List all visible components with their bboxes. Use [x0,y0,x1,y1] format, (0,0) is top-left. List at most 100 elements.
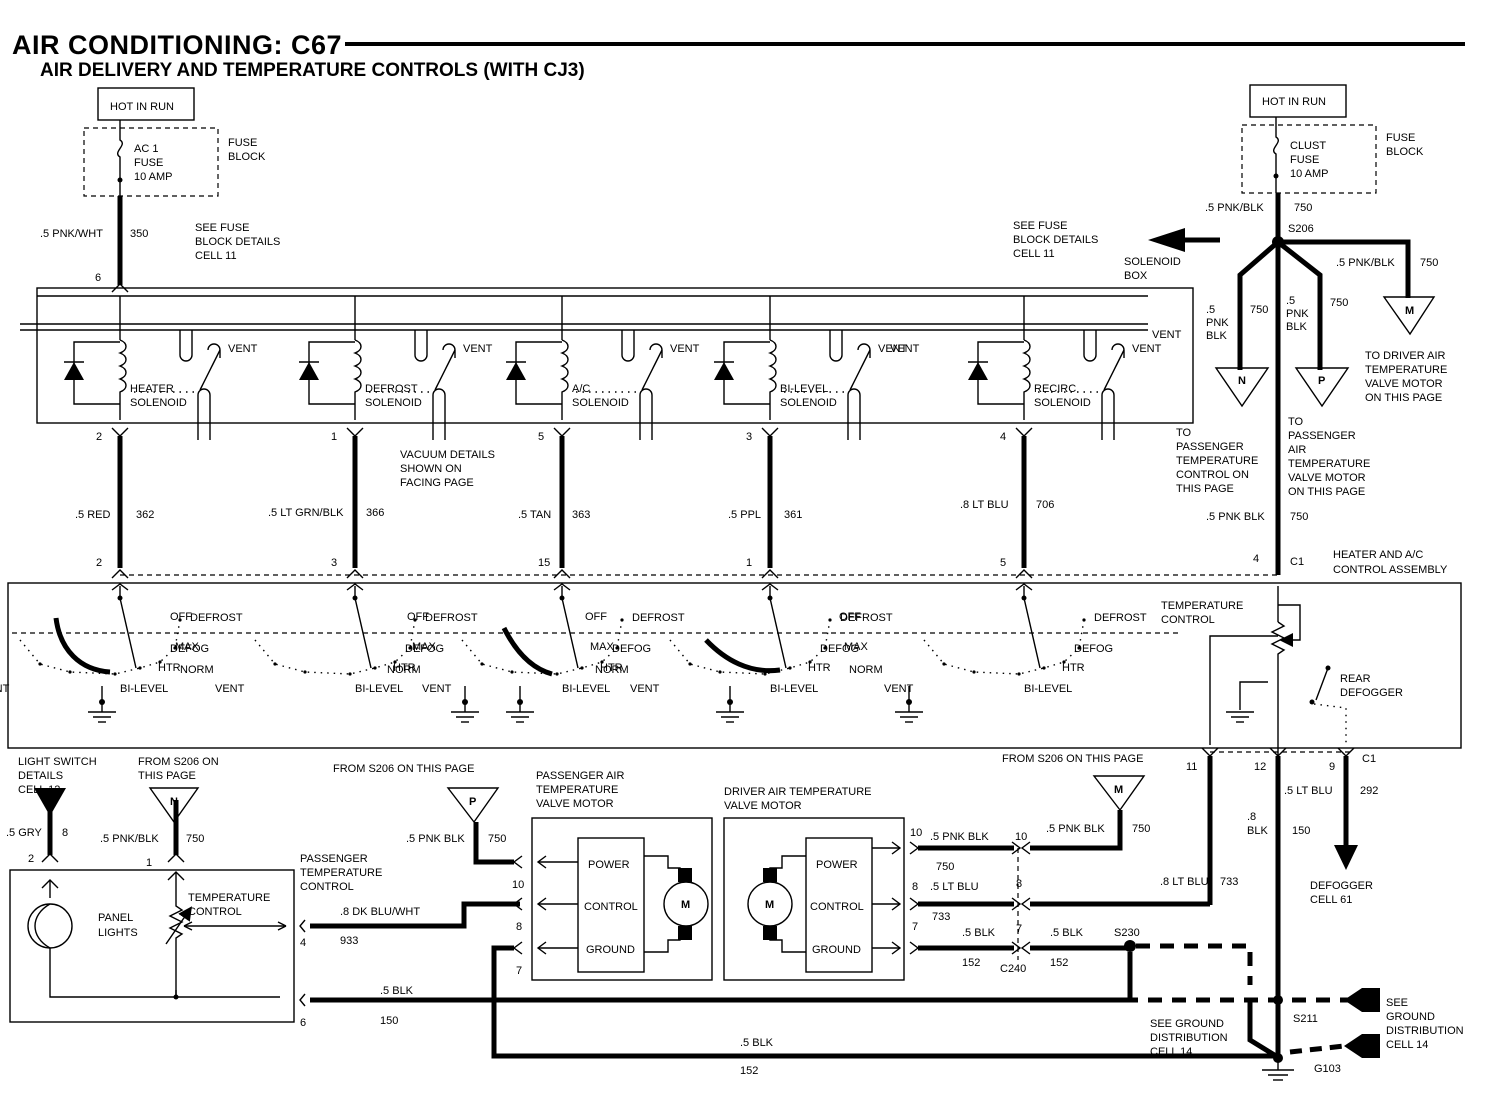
svg-text:P: P [469,796,476,808]
switch-label-norm: NORM [595,664,629,676]
switch-label-htr: HTR [1062,662,1085,674]
page-title: AIR CONDITIONING: C67 [12,30,343,60]
pam-power: POWER [588,859,630,871]
hot-in-run-right: HOT IN RUN [1262,96,1326,108]
d7-circuit: 152 [962,957,980,969]
fuse-block-label-left: FUSE [228,137,257,149]
solenoid-label: SOLENOID [1034,397,1091,409]
switch-label-bilevel: BI-LEVEL [120,683,168,695]
passenger-temp-control: LIGHT SWITCH DETAILS CELL 12 .5 GRY 8 2 … [6,756,1124,1029]
d7-wire: .5 BLK [962,927,996,939]
temperature-control-right: TEMPERATURE CONTROL REAR DEFOGGER 11 12 … [1161,586,1403,773]
switch-label-max: MAX [844,641,869,653]
svg-text:N: N [1238,375,1246,387]
solenoid-box [20,287,1194,424]
solenoid-label: SOLENOID [572,397,629,409]
to-pass-ctl-5: THIS PAGE [1176,483,1234,495]
wire-152-label: .5 BLK [740,1037,774,1049]
pin-4-lower: 4 [300,937,306,949]
switch-label-defog: DEFOG [1074,643,1113,655]
hot-in-run-left: HOT IN RUN [110,101,174,113]
fuse-clust: CLUST [1290,140,1326,152]
switch-label-bilevel: BI-LEVEL [770,683,818,695]
wire-750-label: .5 PNK/BLK [1205,202,1264,214]
branch-p-color-2: BLK [1286,321,1307,333]
circuit-350: 350 [130,228,148,240]
pin-4-c1: 4 [1253,553,1259,565]
defogger-arrow-icon [1334,845,1358,870]
control-assembly-title-2: CONTROL ASSEMBLY [1333,564,1448,576]
wire-gry-label: .5 GRY [6,827,43,839]
switch-label-defrost: DEFROST [1094,612,1147,624]
pin-6-lower: 6 [300,1017,306,1029]
to-pass-ctl-1: TO [1176,427,1192,439]
to-pass-ctl-3: TEMPERATURE [1176,455,1258,467]
d8-circuit: 733 [932,911,950,923]
see-ground-3: CELL 14 [1150,1046,1192,1058]
vent-label: VENT [670,343,700,355]
wire-circuit-label: 366 [366,507,384,519]
see-ground-1: SEE GROUND [1150,1018,1224,1030]
solenoid-name: HEATER [130,383,174,395]
wire-150-color: BLK [1247,825,1268,837]
switch-label-max: MAX [412,641,437,653]
solenoid-label: SOLENOID [780,397,837,409]
rear-defogger-1: REAR [1340,673,1371,685]
to-pass-mtr-6: ON THIS PAGE [1288,486,1365,498]
circuit-150-right: 150 [1292,825,1310,837]
d10-wire: .5 PNK BLK [930,831,989,843]
passenger-air-motor: PASSENGER AIR TEMPERATURE VALVE MOTOR PO… [333,763,1278,1077]
switch-label-htr: HTR [393,662,416,674]
see-fuse-left-1: SEE FUSE [195,222,249,234]
ground-g103: G103 [1314,1063,1341,1075]
vent-label: VENT [463,343,493,355]
ptc-label-2: CONTROL [188,906,242,918]
rear-defogger-2: DEFOGGER [1340,687,1403,699]
see-fuse-right-2: BLOCK DETAILS [1013,234,1098,246]
wire-150-size: .8 [1247,811,1256,823]
wire-933-label: .8 DK BLU/WHT [340,906,420,918]
pin-11: 11 [1186,761,1197,773]
driver-air-motor: DRIVER AIR TEMPERATURE VALVE MOTOR POWER… [723,753,1253,1000]
light-switch-3: CELL 12 [18,784,60,796]
wire-circuit-label: 362 [136,509,154,521]
control-pin: 5 [1000,557,1006,569]
pam-ground: GROUND [586,944,635,956]
switch-label-vent: VENT [884,683,914,695]
defogger-label-2: CELL 61 [1310,894,1352,906]
control-pin: 1 [746,557,752,569]
right-power-feed: HOT IN RUN CLUST FUSE 10 AMP FUSE BLOCK … [1013,84,1447,575]
branch-n-color: PNK [1206,317,1229,329]
wire-750-n-label: .5 PNK/BLK [100,833,159,845]
pam-motor-m: M [681,899,690,911]
s230-wire: .5 BLK [1050,927,1084,939]
wire-150-label: .5 BLK [380,985,414,997]
branch-n-size: .5 [1206,304,1215,316]
to-pass-mtr-1: TO [1288,416,1304,428]
switch-label-defog: DEFOG [405,643,444,655]
switch-label-bilevel: BI-LEVEL [1024,683,1072,695]
pam-pin-7: 7 [516,965,522,977]
wire-color-label: .5 TAN [518,509,551,521]
circuit-150: 150 [380,1015,398,1027]
circuit-733: 733 [1220,876,1238,888]
svg-text:N: N [170,796,178,808]
see-fuse-right-3: CELL 11 [1013,248,1055,260]
switch-label-off: OFF [839,611,861,623]
circuit-152: 152 [740,1065,758,1077]
wire-circuit-label: 361 [784,509,802,521]
vent-label-right: VENT [1152,329,1182,341]
circuit-750: 750 [1294,202,1312,214]
switch-label-max: MAX [175,641,200,653]
ground-distribution: SEE GROUND DISTRIBUTION CELL 14 SEE GROU… [1124,988,1464,1081]
pin-2-lower: 2 [28,853,34,865]
wire-color-label: .5 RED [75,509,111,521]
to-pass-ctl-4: CONTROL ON [1176,469,1249,481]
